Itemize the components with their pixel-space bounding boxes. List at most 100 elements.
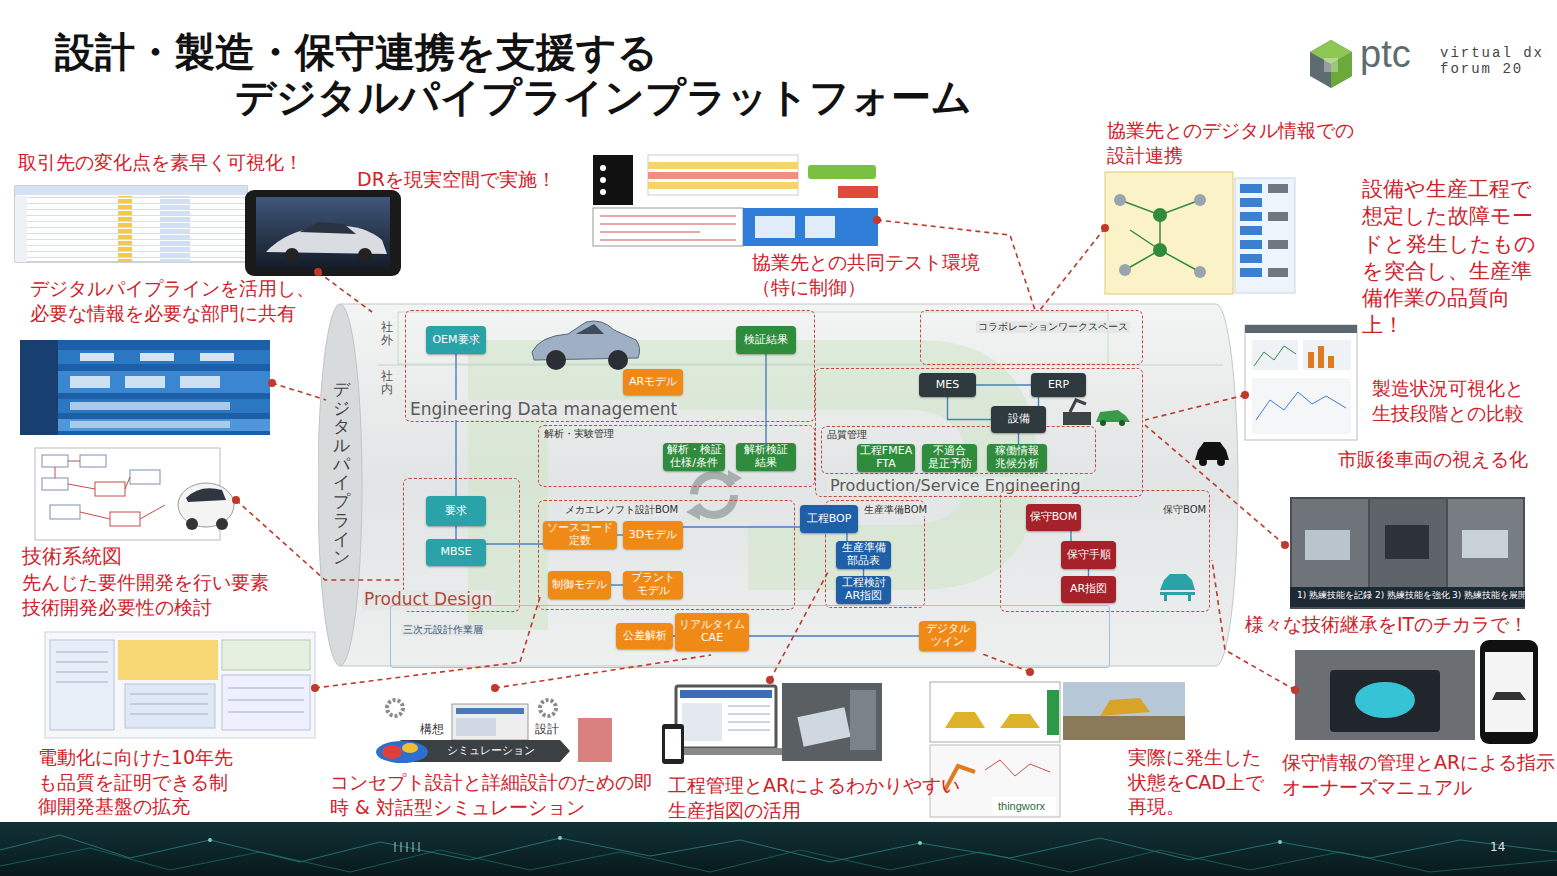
technology-tree-image — [55, 461, 165, 519]
digital-twin-image — [985, 760, 1050, 776]
connector-line — [455, 354, 456, 496]
leader-dot — [1291, 686, 1299, 694]
architecture-image — [70, 402, 230, 410]
leader-line — [1145, 395, 1245, 420]
joint-test-image — [600, 165, 606, 171]
architecture-image — [140, 353, 174, 361]
box-text: 不適合 是正予防 — [925, 445, 974, 470]
callout-text: 実際に発生した状態をCAD上で再現。 — [1128, 745, 1278, 819]
control-platform-image — [222, 675, 310, 730]
collaboration-design-image — [1153, 208, 1167, 222]
box-text: ARモデル — [629, 376, 677, 389]
leader-dot — [873, 216, 881, 224]
connector-line — [863, 569, 864, 576]
footer-band — [1278, 840, 1282, 844]
box-text: デジタル ツイン — [922, 623, 973, 648]
connector-line — [1038, 397, 1039, 406]
collaboration-design-image — [1268, 240, 1288, 249]
region-group: Production/Service EngineeringMESERP設備品質… — [815, 368, 1143, 497]
joint-test-image — [808, 165, 876, 179]
joint-test-image — [648, 182, 798, 189]
digital-twin-image — [1063, 716, 1185, 740]
process-box: 制御モデル — [548, 571, 611, 599]
callout-text: 先んじた要件開発を行い要素技術開発必要性の検討 — [22, 570, 277, 619]
ptc-logo — [1324, 58, 1338, 72]
callout-text: 市販後車両の視える化 — [1338, 447, 1528, 472]
factory-icon — [1070, 400, 1086, 412]
process-box: 生産準備 部品表 — [836, 541, 891, 569]
process-box: 不適合 是正予防 — [922, 444, 977, 472]
digital-twin-image — [1100, 698, 1150, 716]
process-box: リアルタイム CAE — [675, 613, 749, 651]
region-heading: Product Design — [362, 590, 495, 610]
simulation-image — [452, 704, 528, 740]
car-model-image — [608, 350, 628, 370]
car-model-image — [576, 324, 604, 334]
skill-transfer-image — [1385, 525, 1429, 559]
architecture-image — [20, 340, 58, 435]
maintenance-ar-image — [1485, 652, 1533, 732]
box-text: 生産準備 部品表 — [839, 542, 888, 567]
leader-dot — [1026, 668, 1034, 676]
connector-line — [683, 526, 800, 527]
page-title: 設計・製造・保守連携を支援する デジタルパイプラインプラットフォーム — [55, 30, 1015, 120]
digital-twin-image — [1063, 682, 1185, 740]
process-box: 解析・検証 仕様/条件 — [663, 443, 725, 471]
simulation-image — [376, 741, 428, 763]
production-dashboard-image — [1252, 340, 1298, 370]
region-heading: メカエレソフト設計BOM — [563, 504, 680, 516]
leader-line — [272, 383, 326, 400]
vehicle-icon — [1195, 442, 1229, 460]
callout-text: 電動化に向けた10年先も品質を証明できる制御開発基盤の拡充 — [38, 745, 243, 819]
cycle-icon — [686, 504, 700, 520]
skill-transfer-image — [1305, 530, 1350, 560]
region-group: Engineering Data managementOEM要求ARモデル検証結… — [405, 310, 815, 422]
region-group: 品質管理工程FMEA FTA不適合 是正予防稼働情報 兆候分析 — [821, 426, 1096, 474]
technology-tree-image — [42, 455, 68, 467]
change-list-screenshot — [15, 186, 247, 262]
connector-line — [948, 397, 992, 420]
production-dashboard-image — [1245, 325, 1357, 333]
collaboration-design-image — [1240, 268, 1262, 277]
box-text: 稼働情報 兆候分析 — [990, 445, 1044, 470]
vertical-title: デジタルパイプライン — [333, 380, 350, 567]
zone-label: 社内 — [381, 370, 393, 396]
joint-test-image — [600, 216, 736, 240]
connector-line — [976, 384, 1031, 385]
collaboration-design-image — [1240, 226, 1262, 235]
callout-text: DRを現実空間で実施！ — [357, 167, 556, 192]
collaboration-design-image — [1240, 212, 1262, 221]
pipeline-cylinder: デジタルパイプライン Engineering Data managementOEM… — [318, 300, 1240, 670]
footer-band — [918, 841, 922, 845]
region-heading: 品質管理 — [825, 429, 869, 441]
leader-line — [236, 500, 400, 580]
production-dashboard-image — [1254, 346, 1296, 366]
architecture-image — [20, 340, 270, 435]
leader-line — [495, 655, 711, 688]
technology-tree-image — [95, 482, 125, 496]
digital-twin-image — [992, 797, 1056, 815]
zone-label: 社外 — [381, 321, 393, 347]
process-box: 公差解析 — [616, 623, 673, 649]
box-text: リアルタイム CAE — [678, 619, 746, 644]
callout-text: 設備や生産工程で想定した故障モードと発生したものを突合し、生産準備作業の品質向上… — [1362, 176, 1542, 340]
connector-line — [749, 635, 919, 636]
production-dashboard-image — [1245, 325, 1357, 440]
leader-dot — [1241, 391, 1249, 399]
connector-line — [1088, 569, 1089, 576]
footer-band — [0, 835, 1557, 862]
connector-line — [846, 533, 847, 541]
leader-dot — [491, 684, 499, 692]
joint-test-image — [593, 155, 878, 246]
leader-line — [770, 572, 828, 680]
region-heading: Production/Service Engineering — [828, 477, 1083, 495]
joint-test-image — [648, 162, 798, 169]
footer-band — [558, 836, 562, 840]
collaboration-design-image — [1194, 194, 1206, 206]
connector-line — [486, 543, 543, 544]
process-ar-image — [662, 683, 882, 764]
leader-dot — [311, 684, 319, 692]
region-group: Product Design要求MBSE — [403, 478, 520, 612]
image-caption: 1) 熟練技能を記録 — [1297, 590, 1372, 602]
process-ar-image — [850, 690, 876, 750]
